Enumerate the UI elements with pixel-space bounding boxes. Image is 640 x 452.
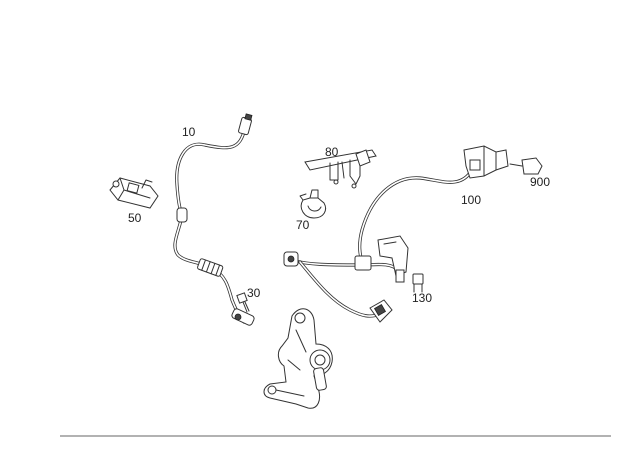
part-900-plug[interactable]: [509, 157, 543, 175]
label-900: 900: [530, 175, 550, 189]
part-130-bolt[interactable]: [412, 273, 424, 293]
label-80: 80: [325, 145, 339, 159]
label-10: 10: [182, 125, 196, 139]
part-80-holder[interactable]: [304, 149, 377, 189]
label-30: 30: [247, 286, 261, 300]
label-100: 100: [461, 193, 481, 207]
part-70-clip[interactable]: [299, 189, 327, 219]
part-100-harness-cable[interactable]: [283, 145, 509, 323]
label-130: 130: [412, 291, 432, 305]
label-50: 50: [128, 211, 142, 225]
label-70: 70: [296, 218, 310, 232]
steering-knuckle: [263, 308, 333, 409]
part-30-bolt[interactable]: [236, 292, 250, 313]
part-50-bracket[interactable]: [109, 177, 159, 209]
part-10-sensor-cable[interactable]: [173, 113, 255, 326]
